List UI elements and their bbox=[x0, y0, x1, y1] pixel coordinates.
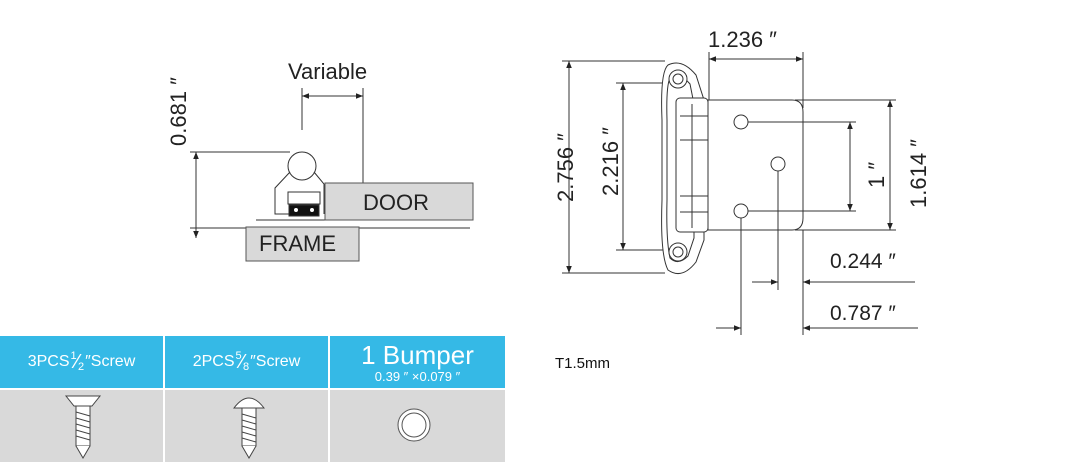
header-bumper: 1 Bumper 0.39 ″ ×0.079 ″ bbox=[330, 336, 505, 388]
flat-screw-icon bbox=[64, 395, 102, 459]
variable-label: Variable bbox=[288, 59, 367, 84]
frame-panel bbox=[245, 226, 360, 262]
front-view bbox=[562, 52, 918, 335]
header-screw-half: 3PCS 1⁄2 ″Screw bbox=[0, 336, 163, 388]
plate-height-label: 1.614 ″ bbox=[906, 139, 931, 208]
fraction-half: 1⁄2 bbox=[70, 350, 85, 373]
header-screw-five-eighths: 2PCS 5⁄8 ″Screw bbox=[165, 336, 328, 388]
thickness-label: T1.5mm bbox=[555, 355, 611, 372]
fraction-five-eighths: 5⁄8 bbox=[235, 350, 250, 373]
overall-height-label: 2.756 ″ bbox=[553, 133, 578, 202]
door-panel bbox=[324, 182, 474, 221]
height-label: 0.681 ″ bbox=[166, 77, 191, 146]
hole-spacing-label: 1 ″ bbox=[864, 162, 889, 188]
bumper-icon bbox=[397, 408, 431, 442]
door-label: DOOR bbox=[363, 190, 429, 215]
offset-large-label: 0.787 ″ bbox=[830, 302, 896, 325]
inner-height-label: 2.216 ″ bbox=[598, 127, 623, 196]
side-view bbox=[190, 88, 470, 238]
frame-label: FRAME bbox=[259, 231, 336, 256]
round-screw-icon bbox=[232, 397, 266, 459]
width-label: 1.236 ″ bbox=[708, 27, 777, 52]
offset-small-label: 0.244 ″ bbox=[830, 250, 896, 273]
